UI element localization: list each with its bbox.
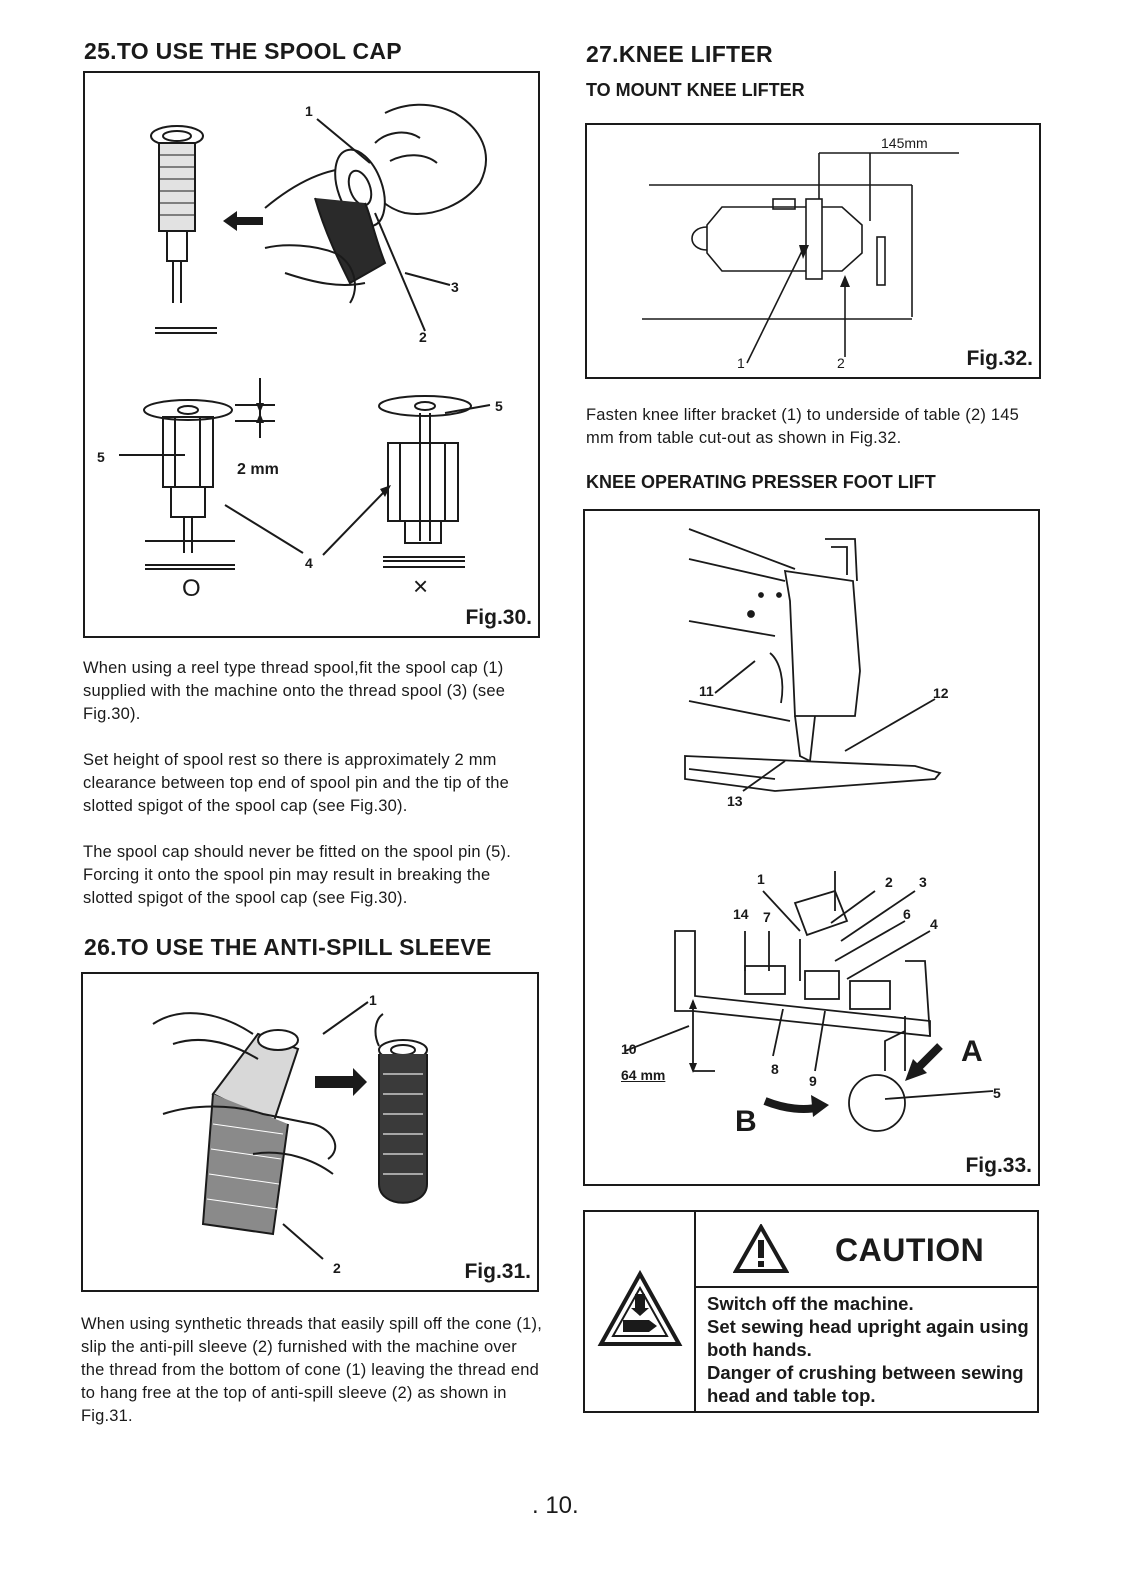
fig30-callout-1: 1 (305, 103, 313, 119)
figure-30: 1 3 2 5 2 mm 5 4 O × Fig.30. (83, 71, 540, 638)
fig33-arrow-label-b: B (735, 1105, 757, 1138)
section-25-heading: 25.TO USE THE SPOOL CAP (84, 38, 402, 64)
caution-box: CAUTION Switch off the machine. Set sewi… (583, 1210, 1039, 1413)
figure-32: 145mm 1 2 Fig.32. (585, 123, 1041, 379)
fig33-dimension-64mm: 64 mm (621, 1067, 666, 1083)
fig33-label: Fig.33. (965, 1154, 1032, 1177)
fig32-callout-1: 1 (737, 355, 745, 371)
mount-knee-lifter-paragraph: Fasten knee lifter bracket (1) to unders… (586, 406, 1019, 447)
fig30-callout-4: 4 (305, 555, 313, 571)
caution-line-1: Switch off the machine. (707, 1293, 914, 1314)
incorrect-mark: × (413, 571, 429, 601)
mount-knee-lifter-subheading: TO MOUNT KNEE LIFTER (586, 80, 805, 100)
fig33-callout-4: 4 (930, 916, 938, 932)
figure-31: 1 2 Fig.31. (81, 972, 539, 1292)
caution-title: CAUTION (835, 1232, 985, 1268)
fig33-callout-8: 8 (771, 1061, 779, 1077)
spool-cap-illustration (119, 103, 491, 570)
fig32-label: Fig.32. (966, 347, 1033, 370)
knee-operating-subheading: KNEE OPERATING PRESSER FOOT LIFT (586, 472, 936, 492)
fig33-arrow-label-a: A (961, 1035, 983, 1068)
knee-lifter-bracket-illustration (642, 152, 959, 364)
section-26-heading: 26.TO USE THE ANTI-SPILL SLEEVE (84, 934, 492, 960)
caution-line-2: Set sewing head upright again using both… (707, 1316, 1029, 1360)
correct-mark: O (182, 575, 201, 602)
caution-divider-vertical (694, 1212, 696, 1411)
fig30-callout-3: 3 (451, 279, 459, 295)
fig32-callout-2: 2 (837, 355, 845, 371)
fig30-callout-5-left: 5 (97, 449, 105, 465)
fig31-callout-2: 2 (333, 1260, 341, 1276)
fig31-callout-1: 1 (369, 992, 377, 1008)
fig33-callout-14: 14 (733, 906, 749, 922)
fig33-callout-7: 7 (763, 909, 771, 925)
anti-spill-paragraph: When using synthetic threads that easily… (81, 1315, 542, 1425)
fig33-callout-2: 2 (885, 874, 893, 890)
spool-cap-paragraph-3: The spool cap should never be fitted on … (83, 843, 512, 907)
fig31-label: Fig.31. (464, 1260, 531, 1283)
fig30-dimension-2mm: 2 mm (237, 461, 279, 478)
fig32-dimension-145mm: 145mm (881, 135, 928, 151)
section-27-heading: 27.KNEE LIFTER (586, 41, 773, 67)
figure-33: 11 12 13 1 2 3 14 7 6 4 10 64 mm 8 9 5 A… (583, 509, 1040, 1186)
fig30-label: Fig.30. (465, 606, 532, 629)
spool-cap-paragraph-2: Set height of spool rest so there is app… (83, 751, 510, 815)
fig33-callout-5: 5 (993, 1085, 1001, 1101)
caution-divider-horizontal (696, 1286, 1037, 1288)
fig30-callout-5-right: 5 (495, 398, 503, 414)
fig30-callout-2: 2 (419, 329, 427, 345)
spool-cap-paragraph-1: When using a reel type thread spool,fit … (83, 659, 506, 723)
fig33-callout-12: 12 (933, 685, 949, 701)
fig33-callout-3: 3 (919, 874, 927, 890)
fig33-callout-6: 6 (903, 906, 911, 922)
fig33-callout-9: 9 (809, 1073, 817, 1089)
warning-triangle-icon (733, 1224, 789, 1273)
crush-hazard-icon (597, 1270, 683, 1346)
fig33-callout-1: 1 (757, 871, 765, 887)
page-number: . 10. (532, 1492, 579, 1519)
anti-spill-sleeve-illustration (152, 1001, 428, 1260)
knee-operating-illustration (624, 528, 994, 1132)
fig33-callout-10: 10 (621, 1041, 637, 1057)
caution-line-3: Danger of crushing between sewing head a… (707, 1362, 1024, 1406)
caution-text-block: Switch off the machine. Set sewing head … (707, 1292, 1037, 1407)
fig33-callout-11: 11 (699, 683, 714, 699)
fig33-callout-13: 13 (727, 793, 743, 809)
